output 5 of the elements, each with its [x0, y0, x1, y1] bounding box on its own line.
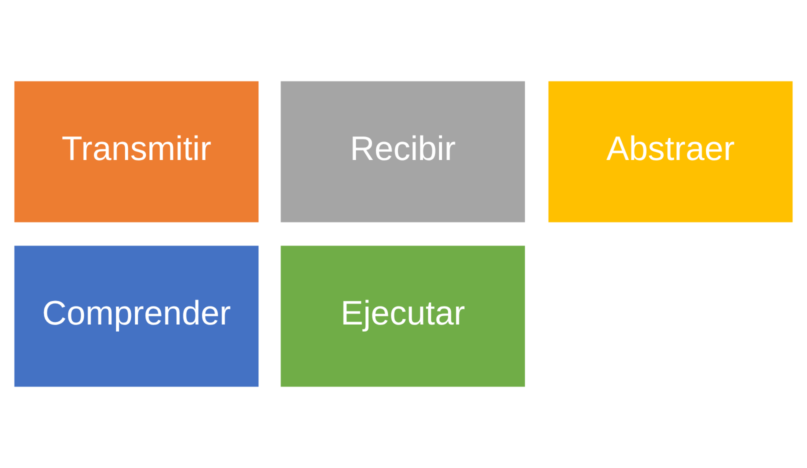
node-box: Transmitir — [14, 81, 259, 222]
node-box: Comprender — [14, 246, 259, 387]
node-box: Ejecutar — [280, 246, 525, 387]
node-box: Abstraer — [548, 81, 793, 222]
node-box: Recibir — [280, 81, 525, 222]
